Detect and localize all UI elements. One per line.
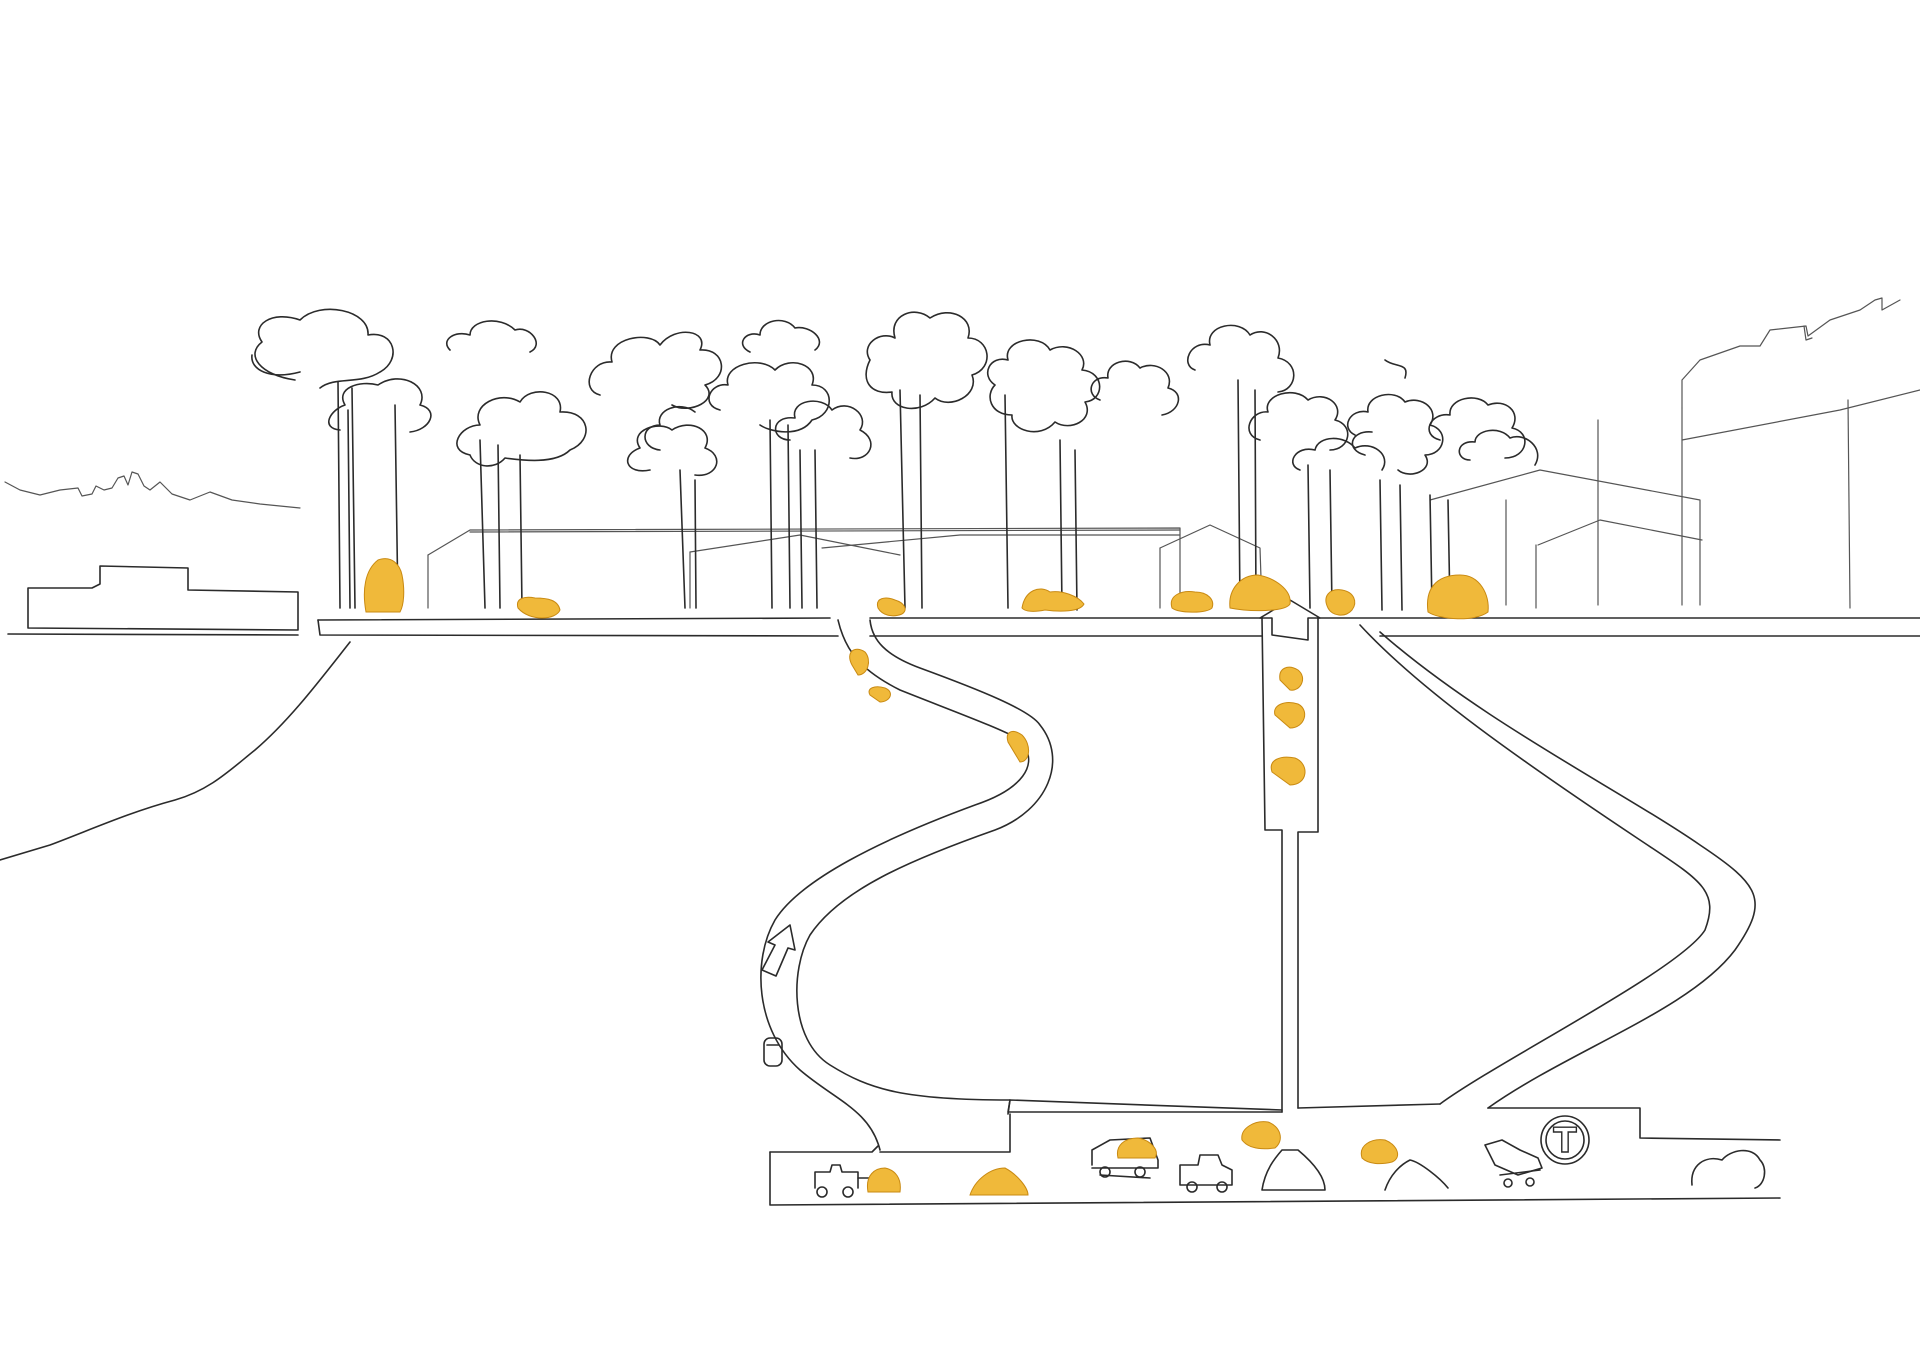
rock-icon: [1326, 590, 1355, 615]
rock-icon: [877, 598, 905, 616]
car-icon: [764, 1038, 782, 1066]
truck-icon: [815, 1165, 870, 1197]
arrow-up-icon: [762, 925, 795, 976]
rock-icon: [1275, 703, 1305, 728]
excavator-icon: [1485, 1140, 1542, 1187]
rock-icon: [1361, 1140, 1397, 1164]
rubble-mounds: [1262, 1150, 1765, 1190]
tree-icon: [252, 309, 393, 608]
right-skyline-buildings: [1430, 298, 1920, 608]
rock-icon: [850, 649, 869, 675]
truck-icon: [1180, 1155, 1232, 1192]
rock-icon: [1007, 731, 1028, 762]
rock-icon: [1230, 575, 1290, 611]
rock-icon: [1242, 1122, 1281, 1149]
tree-row: [252, 309, 1538, 610]
vertical-shaft: [1262, 618, 1318, 1112]
tree-icon: [1429, 398, 1538, 608]
rock-icon: [867, 1168, 900, 1192]
tree-icon: [1348, 360, 1443, 610]
winding-ramp: [761, 620, 1053, 1150]
metro-sign-letter: T: [1553, 1121, 1577, 1161]
rock-icon: [1022, 589, 1084, 611]
tree-icon: [589, 332, 721, 608]
rock-icon: [364, 559, 403, 612]
tree-icon: [988, 340, 1100, 610]
rocks: [364, 559, 1488, 1195]
left-skyline: [5, 472, 300, 508]
rock-icon: [970, 1168, 1028, 1195]
background-sheds: [428, 525, 1262, 608]
right-ramp: [1360, 625, 1755, 1108]
rock-icon: [869, 687, 890, 702]
rock-icon: [1427, 575, 1488, 619]
tree-icon: [447, 321, 586, 608]
rock-icon: [517, 597, 560, 618]
rock-icon: [1271, 757, 1305, 785]
left-building: [8, 566, 298, 635]
tree-icon: [1091, 325, 1294, 608]
metro-sign-icon: T: [1541, 1116, 1589, 1164]
tree-icon: [866, 312, 987, 608]
tree-icon: [1249, 393, 1385, 608]
rock-icon: [1171, 592, 1212, 613]
ground-surface: [318, 618, 1920, 636]
left-slope: [0, 642, 350, 860]
rock-icon: [1280, 667, 1303, 690]
